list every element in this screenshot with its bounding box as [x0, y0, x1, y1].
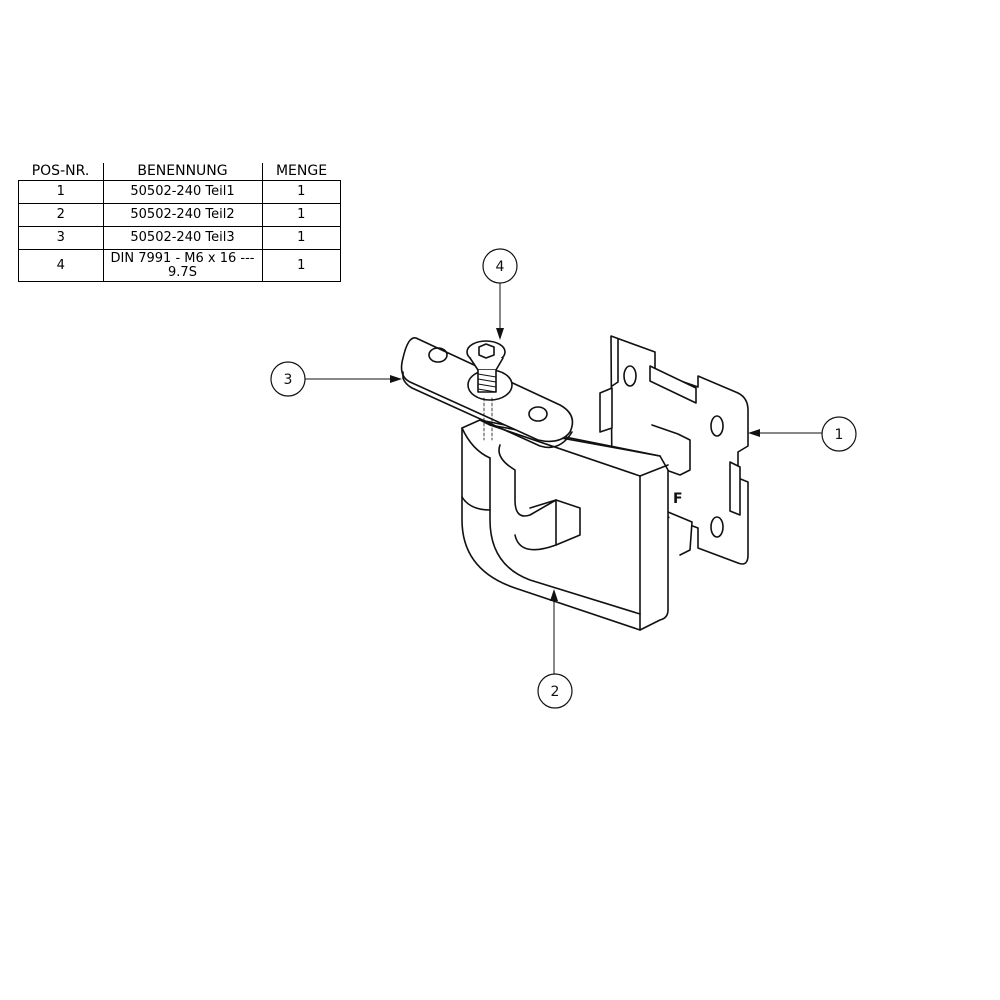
balloon-2: 2 [537, 589, 573, 709]
row-name: 50502-240 Teil1 [102, 180, 263, 204]
balloon-4-label: 4 [496, 259, 505, 275]
table-row: 4 DIN 7991 - M6 x 16 --- 9.7S 1 [18, 249, 341, 282]
balloon-1: 1 [748, 416, 857, 452]
balloon-4: 4 [482, 248, 518, 340]
row-qty: 1 [261, 203, 341, 227]
part-4-countersunk-screw [466, 340, 506, 441]
row-name: DIN 7991 - M6 x 16 --- 9.7S [102, 249, 263, 282]
header-qty: MENGE [261, 163, 341, 181]
balloon-1-label: 1 [835, 427, 844, 443]
table-row: 3 50502-240 Teil3 1 [18, 226, 341, 250]
part-marking-letter: F [673, 491, 683, 507]
parts-list-header: POS-NR. BENENNUNG MENGE [18, 163, 341, 181]
table-row: 2 50502-240 Teil2 1 [18, 203, 341, 227]
header-pos: POS-NR. [18, 163, 103, 181]
balloon-3-label: 3 [284, 372, 293, 388]
row-name: 50502-240 Teil2 [102, 203, 263, 227]
row-name: 50502-240 Teil3 [102, 226, 263, 250]
row-qty: 1 [261, 226, 341, 250]
part-2-block [461, 419, 669, 631]
balloon-3: 3 [270, 361, 402, 397]
row-qty: 1 [261, 249, 341, 282]
row-pos: 4 [18, 249, 104, 282]
balloon-2-label: 2 [551, 684, 560, 700]
parts-list-table: POS-NR. BENENNUNG MENGE 1 50502-240 Teil… [18, 163, 341, 282]
